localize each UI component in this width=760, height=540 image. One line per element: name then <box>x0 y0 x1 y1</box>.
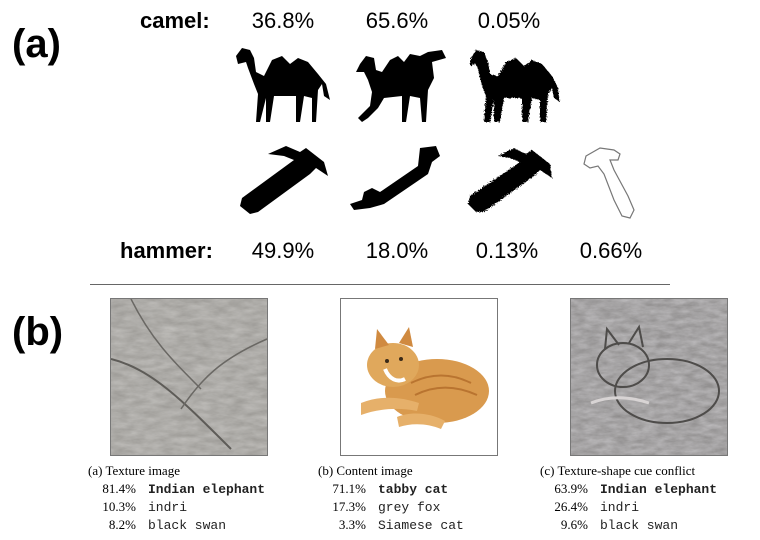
distorted-hammer-silhouette-icon <box>350 146 440 210</box>
camel-row-label: camel: <box>140 8 210 33</box>
hammer-silhouette-icon <box>240 146 328 214</box>
tabby-cat-content-image <box>340 298 498 456</box>
distorted-camel-silhouette-icon <box>356 50 446 122</box>
hammer-outline-icon <box>583 147 635 219</box>
caption-cue-conflict-image: (c) Texture-shape cue conflict <box>540 463 696 478</box>
panel-a-label: (a) <box>12 22 61 66</box>
textured-camel-silhouette-icon <box>470 50 560 122</box>
prediction-row: 9.6%black swan <box>560 517 679 533</box>
prediction-row: 8.2%black swan <box>108 517 227 533</box>
prediction-row: 10.3%indri <box>102 499 188 515</box>
cue-conflict-image <box>570 298 728 456</box>
hammer-score-1: 49.9% <box>251 238 315 263</box>
camel-score-3: 0.05% <box>477 8 541 33</box>
textured-hammer-silhouette-icon <box>468 148 552 212</box>
camel-score-2: 65.6% <box>365 8 429 33</box>
caption-texture-image: (a) Texture image <box>88 463 180 478</box>
hammer-score-3: 0.13% <box>475 238 539 263</box>
caption-content-image: (b) Content image <box>318 463 413 478</box>
elephant-texture-image <box>110 298 268 456</box>
hammer-score-2: 18.0% <box>365 238 429 263</box>
prediction-row: 81.4%Indian elephant <box>102 481 266 497</box>
prediction-row: 26.4%indri <box>554 499 640 515</box>
camel-silhouette-icon <box>236 48 330 122</box>
panel-b-label: (b) <box>12 310 64 354</box>
prediction-row: 17.3%grey fox <box>332 499 441 515</box>
hammer-score-4: 0.66% <box>579 238 643 263</box>
prediction-row: 71.1%tabby cat <box>332 481 449 497</box>
hammer-row-label: hammer: <box>120 238 213 263</box>
prediction-row: 3.3%Siamese cat <box>338 517 464 533</box>
prediction-row: 63.9%Indian elephant <box>554 481 718 497</box>
panel-divider <box>90 284 670 285</box>
camel-score-1: 36.8% <box>251 8 315 33</box>
